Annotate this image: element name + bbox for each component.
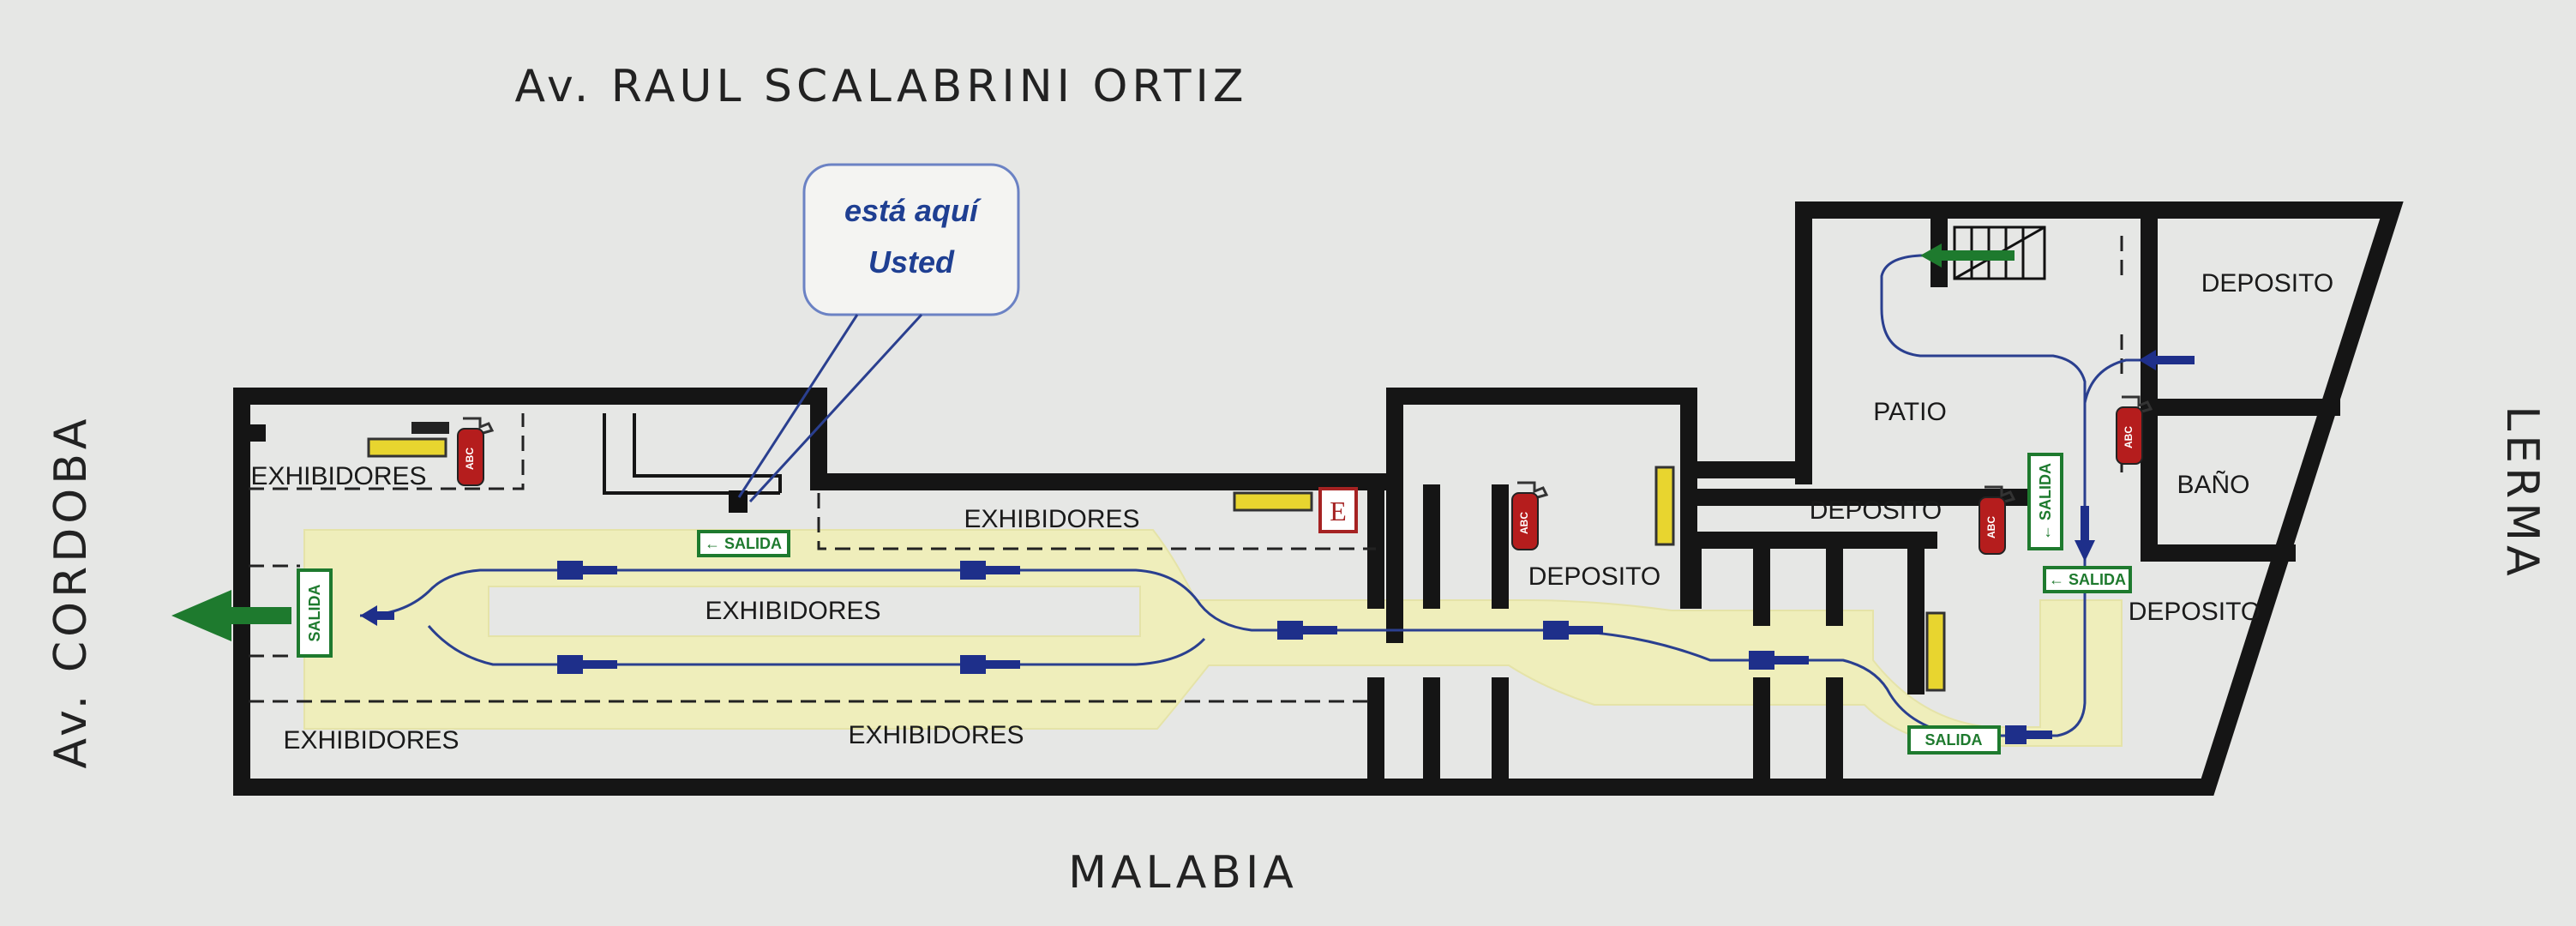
svg-text:SALIDA: SALIDA <box>1925 731 1983 749</box>
label-exhibidores-s: EXHIBIDORES <box>848 721 1024 749</box>
exit-arrows <box>171 244 2015 641</box>
label-exhibidores-nw: EXHIBIDORES <box>250 462 426 490</box>
label-exhibidores-n: EXHIBIDORES <box>964 505 1139 533</box>
callout-line-1: está aquí <box>844 193 982 228</box>
exit-sign-right: ← SALIDA <box>2043 566 2132 593</box>
label-deposito-ne: DEPOSITO <box>2201 269 2333 298</box>
svg-text:← SALIDA: ← SALIDA <box>705 535 782 552</box>
extinguisher-icon: ABC <box>457 417 495 486</box>
extinguisher-icon: ABC <box>1979 485 2016 555</box>
callout-line-2: Usted <box>868 244 955 280</box>
exit-sign-top: ← SALIDA <box>697 530 790 557</box>
you-are-here-marker <box>729 490 748 513</box>
escape-route-lines <box>359 254 2195 737</box>
svg-text:ABC: ABC <box>1518 512 1530 534</box>
svg-text:ABC: ABC <box>464 448 476 470</box>
label-exhibidores-center: EXHIBIDORES <box>705 597 880 625</box>
direction-arrows <box>360 350 2195 744</box>
exit-arrow-west <box>171 590 291 641</box>
svg-text:ABC: ABC <box>1985 516 1997 538</box>
outer-wall-west-block <box>233 201 2404 796</box>
label-bano: BAÑO <box>2177 470 2249 499</box>
street-south: MALABIA <box>1068 847 1298 899</box>
exit-sign-west: SALIDA <box>297 568 333 658</box>
emergency-lights <box>367 422 1946 692</box>
extinguisher-icon: ABC <box>2116 395 2153 465</box>
exit-arrow-stairs <box>1920 244 2015 268</box>
electrical-panel: E <box>1318 487 1358 533</box>
street-north: Av. RAUL SCALABRINI ORTIZ <box>514 61 1247 112</box>
svg-text:E: E <box>1330 496 1347 526</box>
building-walls <box>233 201 2404 796</box>
street-east: LERMA <box>2496 406 2548 580</box>
room-labels: EXHIBIDORES EXHIBIDORES EXHIBIDORES EXHI… <box>250 269 2333 755</box>
room-outline-callout <box>603 413 782 495</box>
svg-text:← SALIDA: ← SALIDA <box>2037 463 2054 540</box>
street-labels: Av. RAUL SCALABRINI ORTIZ MALABIA Av. CO… <box>45 61 2548 899</box>
extinguisher-icon: ABC <box>1511 481 1549 550</box>
label-deposito-mid: DEPOSITO <box>1528 562 1660 591</box>
exit-sign-patio: ← SALIDA <box>2027 453 2063 550</box>
corridor-partitions <box>1367 484 1843 780</box>
fire-extinguishers: ABC ABC ABC ABC <box>457 395 2153 555</box>
exit-signs: ← SALIDA SALIDA ← SALIDA ← SALIDA SALIDA <box>297 453 2132 755</box>
svg-text:SALIDA: SALIDA <box>306 585 323 642</box>
you-are-here-callout: está aquí Usted <box>737 163 1020 503</box>
label-patio: PATIO <box>1873 398 1947 426</box>
svg-text:ABC: ABC <box>2123 426 2135 448</box>
street-west: Av. CORDOBA <box>45 415 97 769</box>
label-deposito-e: DEPOSITO <box>2129 598 2261 626</box>
svg-text:← SALIDA: ← SALIDA <box>2049 571 2126 588</box>
exit-sign-bottom: SALIDA <box>1907 725 2001 755</box>
label-exhibidores-sw: EXHIBIDORES <box>283 726 459 755</box>
label-deposito-center: DEPOSITO <box>1810 496 1942 525</box>
